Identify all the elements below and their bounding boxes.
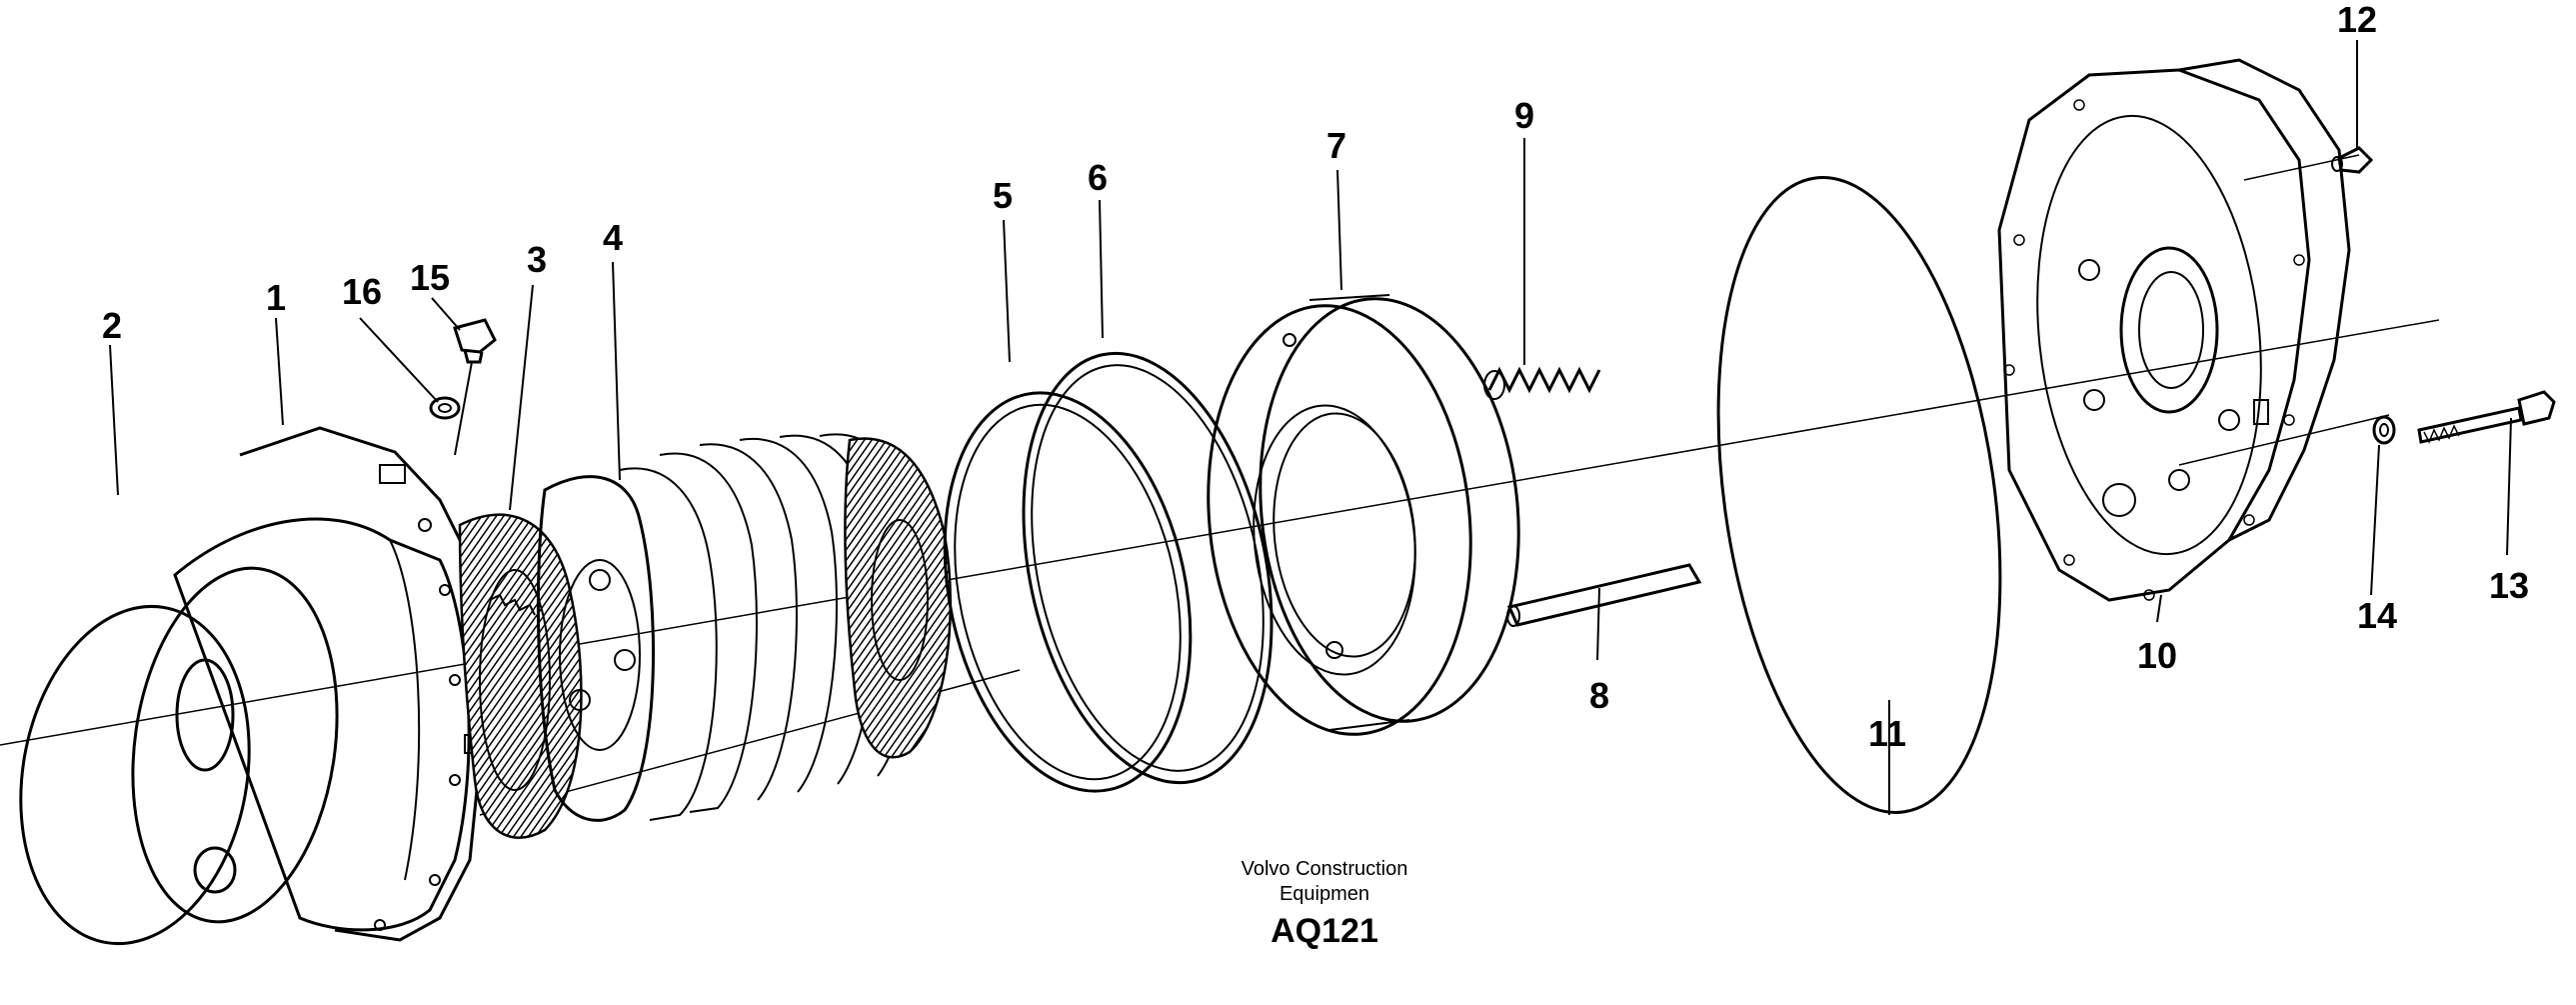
callout-2: 2 xyxy=(102,305,122,346)
callout-16: 16 xyxy=(342,271,382,312)
part-14-washer xyxy=(2372,415,2396,445)
callout-1: 1 xyxy=(266,277,286,318)
caption-line-2: Equipmen xyxy=(1280,883,1369,905)
caption-block: Volvo Construction Equipmen AQ121 xyxy=(1242,858,1408,950)
callout-8: 8 xyxy=(1589,675,1609,716)
part-6-seal-ring xyxy=(1022,351,1274,785)
leader-lines xyxy=(109,40,2512,815)
callout-labels: 2 1 16 15 3 4 5 6 7 9 8 11 10 12 14 13 xyxy=(102,0,2529,754)
part-11-large-o-ring xyxy=(1716,176,2002,814)
part-3-friction-disc xyxy=(458,513,583,839)
caption-code: AQ121 xyxy=(1271,912,1378,950)
part-16-washer xyxy=(429,396,461,420)
callout-9: 9 xyxy=(1514,95,1534,136)
callout-13: 13 xyxy=(2489,565,2529,606)
part-13-bolt xyxy=(2417,390,2556,444)
callout-7: 7 xyxy=(1326,125,1346,166)
callout-5: 5 xyxy=(993,175,1013,216)
caption-line-1: Volvo Construction xyxy=(1242,858,1408,880)
callout-15: 15 xyxy=(410,257,450,298)
callout-3: 3 xyxy=(527,239,547,280)
part-10-cover xyxy=(1997,58,2351,602)
callout-11: 11 xyxy=(1868,713,1906,754)
bolt-axis-line xyxy=(2178,414,2390,466)
part-5-seal-ring xyxy=(943,391,1193,793)
part-12-plug xyxy=(2331,146,2374,174)
part-4-plate-stack xyxy=(536,433,953,822)
part-2-o-ring xyxy=(19,604,251,946)
callout-12: 12 xyxy=(2337,0,2377,40)
part-15-screw xyxy=(453,318,497,456)
callout-6: 6 xyxy=(1088,157,1108,198)
part-7-piston xyxy=(1207,294,1520,736)
center-axis-line xyxy=(0,319,2440,746)
part-8-pin xyxy=(1506,563,1702,627)
part-1-housing xyxy=(131,426,482,942)
callout-14: 14 xyxy=(2357,595,2397,636)
callout-10: 10 xyxy=(2137,635,2177,676)
callout-4: 4 xyxy=(603,217,623,258)
part-9-spring xyxy=(1483,366,1601,400)
